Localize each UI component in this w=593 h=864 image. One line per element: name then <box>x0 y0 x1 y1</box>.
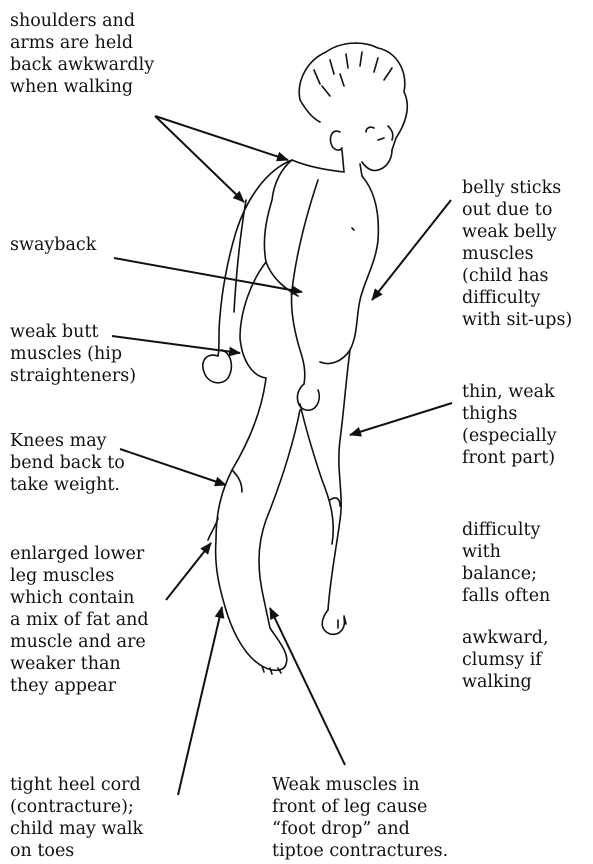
arrow-belly <box>372 200 451 300</box>
label-weak-butt: weak butt muscles (hip straighteners) <box>10 321 136 387</box>
label-knees: Knees may bend back to take weight. <box>10 430 125 496</box>
arrow-foot-drop <box>270 608 345 765</box>
label-swayback: swayback <box>10 234 96 256</box>
label-lower-leg: enlarged lower leg muscles which contain… <box>10 543 149 697</box>
far-leg <box>300 350 350 610</box>
label-heel-cord: tight heel cord (contracture); child may… <box>10 774 143 862</box>
arrow-thighs <box>350 403 452 435</box>
hair <box>299 43 407 150</box>
child-figure <box>203 43 408 674</box>
label-awkward: awkward, clumsy if walking <box>462 627 549 693</box>
torso-front <box>320 176 378 364</box>
ear <box>330 131 342 150</box>
arrow-knees <box>120 449 226 485</box>
arrow-lower-leg <box>166 543 211 600</box>
butt <box>240 262 266 378</box>
navel <box>352 228 354 230</box>
label-balance: difficulty with balance; falls often <box>462 519 550 607</box>
label-foot-drop: Weak muscles in front of leg cause “foot… <box>272 774 448 862</box>
near-arm <box>291 180 318 384</box>
near-leg <box>216 378 300 610</box>
arrow-shoulder-1 <box>155 116 288 160</box>
far-foot <box>322 610 346 634</box>
arrow-shoulder-2 <box>155 116 244 202</box>
face <box>362 126 393 171</box>
far-arm <box>218 160 292 356</box>
far-hand <box>203 350 232 383</box>
label-thighs: thin, weak thighs (especially front part… <box>462 381 557 469</box>
arrow-heel <box>178 607 222 795</box>
label-shoulders: shoulders and arms are held back awkward… <box>10 10 154 98</box>
label-belly: belly sticks out due to weak belly muscl… <box>462 177 572 331</box>
neck <box>342 150 362 176</box>
near-foot <box>226 600 287 674</box>
arrows <box>112 116 452 795</box>
